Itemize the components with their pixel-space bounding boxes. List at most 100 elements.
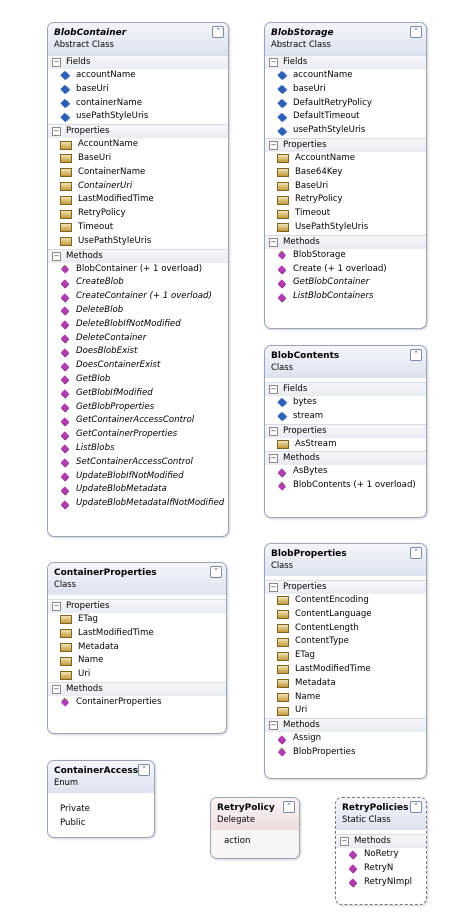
collapse-icon[interactable]: ⌃ [212, 26, 224, 38]
method-row[interactable]: UpdateBlobMetadata [48, 483, 228, 497]
property-row[interactable]: AccountName [48, 138, 228, 152]
section-methods[interactable]: −Methods [48, 681, 226, 696]
method-row[interactable]: ListBlobContainers [265, 290, 426, 304]
minus-toggle-icon[interactable]: − [52, 602, 61, 611]
property-row[interactable]: RetryPolicy [48, 207, 228, 221]
field-row[interactable]: usePathStyleUris [48, 110, 228, 124]
section-methods[interactable]: −Methods [48, 248, 228, 263]
minus-toggle-icon[interactable]: − [340, 837, 349, 846]
property-row[interactable]: ContentLength [265, 622, 426, 636]
property-row[interactable]: ETag [265, 649, 426, 663]
property-row[interactable]: Metadata [265, 677, 426, 691]
method-row[interactable]: DoesBlobExist [48, 345, 228, 359]
property-row[interactable]: ContentType [265, 635, 426, 649]
class-containerproperties[interactable]: ContainerProperties Class ⌃ −Properties … [47, 562, 227, 734]
field-row[interactable]: usePathStyleUris [265, 124, 426, 138]
method-row[interactable]: UpdateBlobIfNotModified [48, 470, 228, 484]
property-row[interactable]: UsePathStyleUris [48, 235, 228, 249]
class-blobcontents[interactable]: BlobContents Class ⌃ −Fields bytes strea… [264, 345, 427, 518]
property-row[interactable]: ContentLanguage [265, 608, 426, 622]
section-methods[interactable]: −Methods [265, 718, 426, 733]
method-row[interactable]: CreateBlob [48, 276, 228, 290]
method-row[interactable]: ContainerProperties [48, 696, 226, 710]
method-row[interactable]: Assign [265, 732, 426, 746]
property-row[interactable]: LastModifiedTime [48, 193, 228, 207]
class-header[interactable]: BlobContainer Abstract Class ⌃ [48, 23, 228, 55]
property-row[interactable]: UsePathStyleUris [265, 221, 426, 235]
minus-toggle-icon[interactable]: − [269, 426, 278, 436]
property-row[interactable]: Uri [265, 704, 426, 718]
enum-header[interactable]: ContainerAccess... Enum ⌃ [48, 761, 154, 793]
collapse-icon[interactable]: ⌃ [210, 566, 222, 578]
method-row[interactable]: GetBlobProperties [48, 401, 228, 415]
method-row[interactable]: GetBlobContainer [265, 276, 426, 290]
method-row[interactable]: GetBlob [48, 373, 228, 387]
minus-toggle-icon[interactable]: − [269, 140, 278, 150]
method-row[interactable]: DeleteBlob [48, 304, 228, 318]
method-row[interactable]: RetryN [336, 862, 426, 876]
method-row[interactable]: ListBlobs [48, 442, 228, 456]
section-methods[interactable]: −Methods [265, 451, 426, 466]
collapse-icon[interactable]: ⌃ [283, 801, 295, 813]
property-row[interactable]: Uri [48, 668, 226, 682]
section-properties[interactable]: −Properties [48, 599, 226, 613]
minus-toggle-icon[interactable]: − [269, 721, 278, 731]
method-row[interactable]: CreateContainer (+ 1 overload) [48, 290, 228, 304]
minus-toggle-icon[interactable]: − [52, 58, 61, 67]
field-row[interactable]: stream [265, 410, 426, 424]
enum-containeraccess[interactable]: ContainerAccess... Enum ⌃ Private Public [47, 760, 155, 838]
property-row[interactable]: Name [48, 654, 226, 668]
field-row[interactable]: bytes [265, 396, 426, 410]
property-row[interactable]: LastModifiedTime [48, 627, 226, 641]
section-properties[interactable]: −Properties [265, 137, 426, 152]
collapse-icon[interactable]: ⌃ [410, 801, 422, 813]
property-row[interactable]: BaseUri [48, 152, 228, 166]
minus-toggle-icon[interactable]: − [52, 251, 61, 261]
class-header[interactable]: BlobStorage Abstract Class ⌃ [265, 23, 426, 55]
property-row[interactable]: ContainerName [48, 166, 228, 180]
property-row[interactable]: ContentEncoding [265, 594, 426, 608]
property-row[interactable]: RetryPolicy [265, 193, 426, 207]
section-properties[interactable]: −Properties [265, 580, 426, 594]
property-row[interactable]: BaseUri [265, 180, 426, 194]
class-header[interactable]: ContainerProperties Class ⌃ [48, 563, 226, 595]
collapse-icon[interactable]: ⌃ [410, 26, 422, 38]
property-row[interactable]: Base64Key [265, 166, 426, 180]
section-methods[interactable]: −Methods [336, 834, 426, 848]
property-row[interactable]: ContainerUri [48, 180, 228, 194]
class-header[interactable]: RetryPolicies Static Class ⌃ [336, 798, 426, 830]
method-row[interactable]: DoesContainerExist [48, 359, 228, 373]
delegate-retrypolicy[interactable]: RetryPolicy Delegate ⌃ action [210, 797, 300, 859]
field-row[interactable]: DefaultRetryPolicy [265, 97, 426, 111]
minus-toggle-icon[interactable]: − [269, 58, 278, 67]
method-row[interactable]: RetryNImpl [336, 876, 426, 890]
minus-toggle-icon[interactable]: − [269, 454, 278, 464]
method-row[interactable]: AsBytes [265, 465, 426, 479]
class-blobproperties[interactable]: BlobProperties Class ⌃ −Properties Conte… [264, 543, 427, 779]
class-retrypolicies[interactable]: RetryPolicies Static Class ⌃ −Methods No… [335, 797, 427, 905]
method-row[interactable]: DeleteContainer [48, 332, 228, 346]
property-row[interactable]: AccountName [265, 152, 426, 166]
section-fields[interactable]: −Fields [48, 55, 228, 69]
method-row[interactable]: SetContainerAccessControl [48, 456, 228, 470]
collapse-icon[interactable]: ⌃ [138, 764, 150, 776]
minus-toggle-icon[interactable]: − [269, 583, 278, 592]
minus-toggle-icon[interactable]: − [52, 684, 61, 694]
collapse-icon[interactable]: ⌃ [410, 547, 422, 559]
field-row[interactable]: accountName [265, 69, 426, 83]
field-row[interactable]: baseUri [265, 83, 426, 97]
method-row[interactable]: BlobContainer (+ 1 overload) [48, 263, 228, 277]
minus-toggle-icon[interactable]: − [269, 237, 278, 247]
section-properties[interactable]: −Properties [265, 423, 426, 438]
property-row[interactable]: LastModifiedTime [265, 663, 426, 677]
property-row[interactable]: Name [265, 691, 426, 705]
field-row[interactable]: accountName [48, 69, 228, 83]
method-row[interactable]: BlobStorage [265, 249, 426, 263]
field-row[interactable]: baseUri [48, 83, 228, 97]
collapse-icon[interactable]: ⌃ [410, 349, 422, 361]
class-blobstorage[interactable]: BlobStorage Abstract Class ⌃ −Fields acc… [264, 22, 427, 329]
method-row[interactable]: GetBlobIfModified [48, 387, 228, 401]
field-row[interactable]: containerName [48, 97, 228, 111]
property-row[interactable]: Timeout [48, 221, 228, 235]
delegate-header[interactable]: RetryPolicy Delegate ⌃ [211, 798, 299, 830]
